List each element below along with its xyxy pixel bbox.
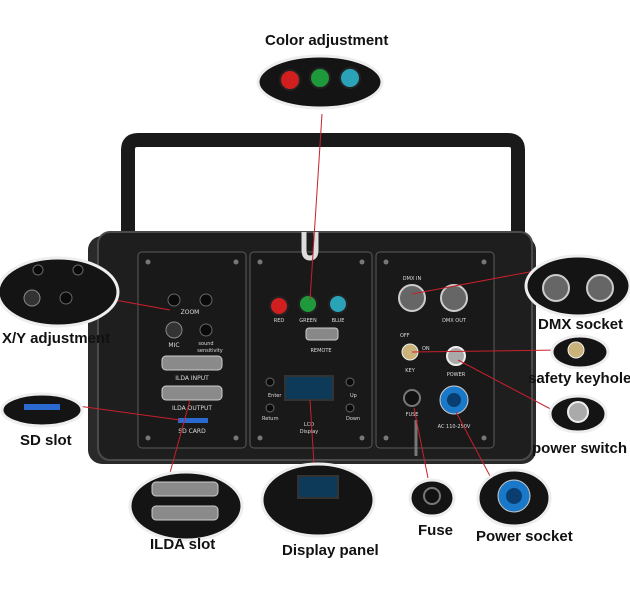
color-adjustment-label: Color adjustment (265, 32, 389, 49)
ilda-output-connector[interactable] (161, 385, 223, 401)
off-label: OFF (400, 333, 410, 339)
dmx-in-label: DMX IN (403, 276, 422, 282)
power-switch-label: power switch (532, 440, 628, 457)
power-socket-label: Power socket (476, 528, 573, 545)
ilda-output-label: ILDA OUTPUT (172, 405, 212, 412)
callout-lines (59, 113, 561, 481)
green-knob[interactable] (298, 294, 318, 314)
up-button[interactable] (345, 377, 355, 387)
xy-adjustment-label: X/Y adjustment (2, 330, 111, 347)
display-panel-label: Display panel (282, 542, 379, 559)
remote-label: REMOTE (310, 348, 331, 354)
voltage-label: AC 110-250V (438, 424, 471, 430)
lcd-label: LCD (304, 422, 314, 428)
dmx-out-connector[interactable] (440, 284, 468, 312)
sd-slot-label: SD slot (20, 432, 72, 449)
sensitivity-label: sensitivity (197, 348, 223, 354)
safety-keyhole-label: safety keyhole (528, 370, 630, 387)
sound-label: sound (198, 341, 213, 347)
xy-zoom-oval (0, 256, 120, 328)
ilda-input-connector[interactable] (161, 355, 223, 371)
sd-card-slot[interactable] (178, 418, 208, 423)
dmx-socket-label: DMX socket (538, 316, 624, 333)
mic-jack[interactable] (165, 321, 183, 339)
return-label: Return (262, 416, 279, 422)
carry-handle (121, 133, 525, 240)
sd-card-label: SD CARD (178, 428, 206, 435)
blue-knob[interactable] (328, 294, 348, 314)
enter-label: Enter (268, 393, 282, 399)
zoom-label: ZOOM (181, 309, 200, 316)
ilda-slot-label: ILDA slot (150, 536, 216, 553)
key-label: KEY (405, 368, 415, 374)
on-label: ON (422, 346, 430, 352)
display-label: Display (300, 429, 318, 435)
ilda-input-label: ILDA INPUT (175, 375, 209, 382)
up-label: Up (350, 393, 357, 399)
fuse-holder[interactable] (403, 389, 421, 407)
dmx-out-label: DMX OUT (442, 318, 467, 324)
remote-port[interactable] (305, 327, 339, 341)
dmx-in-connector[interactable] (398, 284, 426, 312)
blue-label: BLUE (332, 318, 345, 324)
red-knob[interactable] (269, 296, 289, 316)
red-label: RED (274, 318, 285, 324)
display-zoom-oval (260, 462, 376, 538)
down-label: Down (346, 416, 360, 422)
hanging-hook (301, 232, 319, 261)
zoom-x-knob[interactable] (199, 293, 213, 307)
return-button[interactable] (265, 403, 275, 413)
power-label: POWER (447, 372, 466, 378)
fuse-callout-label: Fuse (418, 522, 454, 539)
lcd-screen (284, 375, 334, 401)
zoom-y-knob[interactable] (167, 293, 181, 307)
sound-sensitivity-knob[interactable] (199, 323, 213, 337)
enter-button[interactable] (265, 377, 275, 387)
right-subpanel (375, 251, 495, 449)
mic-label: MIC (168, 342, 179, 349)
green-label: GREEN (299, 318, 317, 324)
dmx-zoom-oval (524, 254, 630, 318)
down-button[interactable] (345, 403, 355, 413)
fuse-label: FUSE (406, 412, 419, 418)
